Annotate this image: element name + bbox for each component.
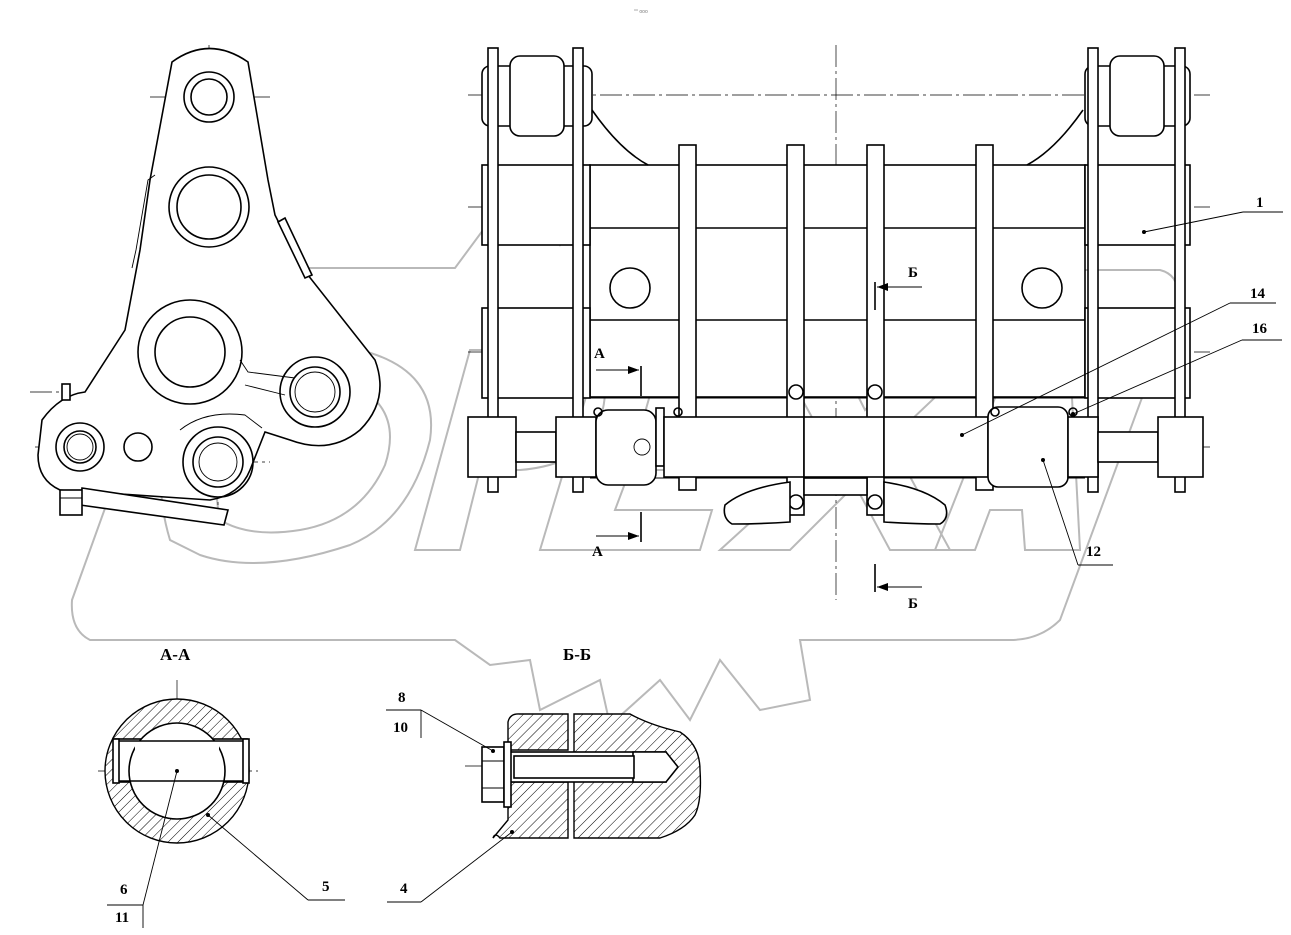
callout-4: 4 — [400, 881, 408, 897]
callout-10: 10 — [393, 720, 408, 736]
section-aa-title: А-А — [160, 645, 191, 664]
callout-16: 16 — [1252, 321, 1268, 337]
section-bb-title: Б-Б — [563, 645, 591, 664]
side-view — [30, 45, 381, 526]
callout-11: 11 — [115, 910, 129, 926]
header-mark: °° ooo — [634, 9, 648, 15]
section-a-top-label: А — [594, 346, 605, 362]
callout-6: 6 — [120, 882, 128, 898]
callout-14: 14 — [1250, 286, 1266, 302]
callout-12: 12 — [1086, 544, 1101, 560]
callout-8: 8 — [398, 690, 406, 706]
section-b-top-label: Б — [908, 265, 918, 281]
section-b-bottom-label: Б — [908, 596, 918, 612]
section-a-bottom-label: А — [592, 544, 603, 560]
section-bb: Б-Б 8 10 4 — [386, 645, 702, 903]
front-view: А А Б Б 1 14 16 12 — [467, 45, 1283, 612]
callout-1: 1 — [1256, 195, 1264, 211]
section-aa: А-А 6 11 5 — [98, 645, 345, 928]
callout-5: 5 — [322, 879, 330, 895]
